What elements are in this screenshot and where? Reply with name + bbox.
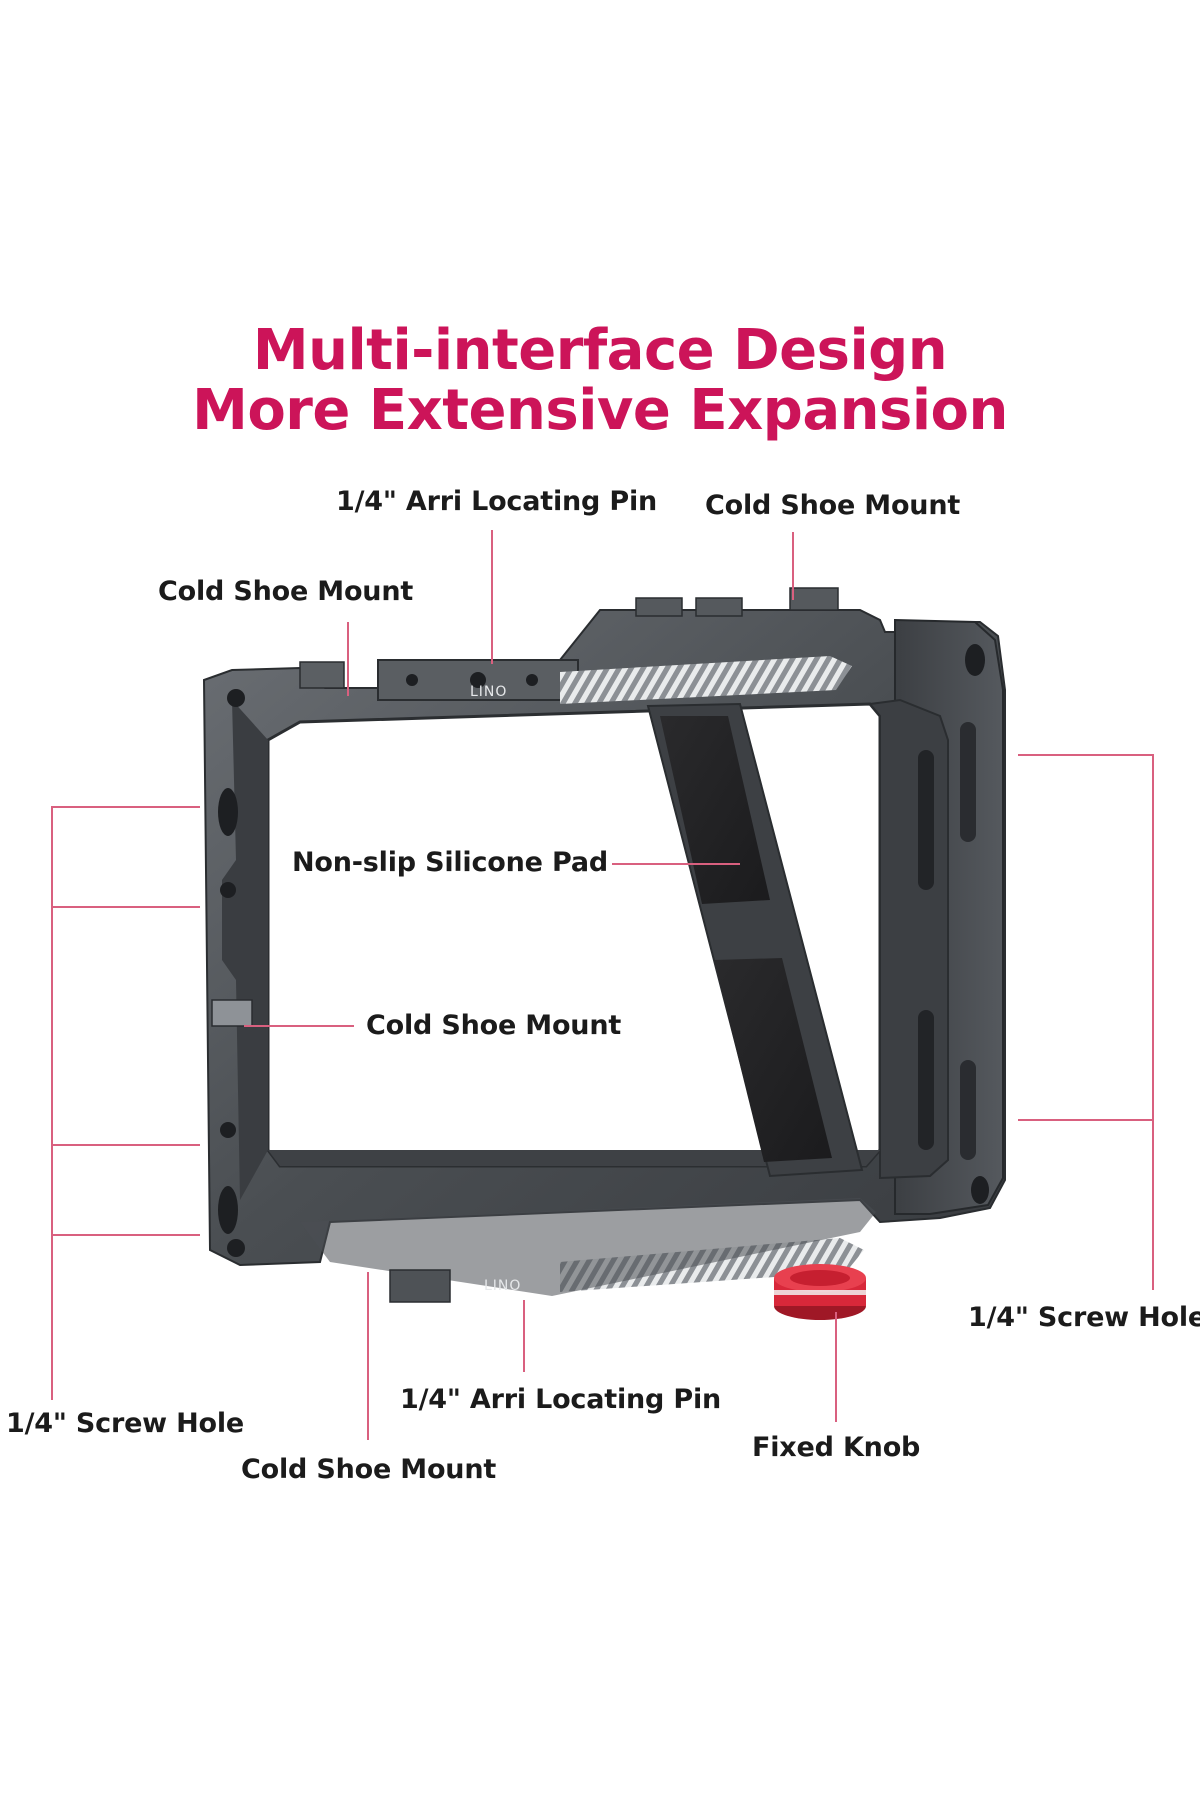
left-corner-hole-top: [227, 689, 245, 707]
leader-right-screw-hole: [1018, 754, 1154, 1290]
left-cold-shoe-side: [211, 999, 253, 1027]
left-screw-hole-1: [220, 882, 236, 898]
left-top-cold-shoe: [299, 661, 345, 689]
top-cold-shoe-middle: [695, 597, 743, 617]
inner-left-edge: [222, 700, 268, 1200]
label-silicone-pad: Non-slip Silicone Pad: [292, 847, 608, 878]
headline-line-2: More Extensive Expansion: [192, 378, 1008, 443]
label-bottom-cold-shoe: Cold Shoe Mount: [241, 1454, 497, 1485]
camera-cage: LINO LINO: [202, 587, 1006, 1320]
right-corner-slot-top: [965, 644, 985, 676]
left-slot-1: [218, 788, 238, 836]
silicone-pad-lower: [714, 958, 832, 1162]
fixed-knob: [774, 1264, 866, 1320]
right-side-slot-top: [960, 722, 976, 842]
label-top-right-cold-shoe: Cold Shoe Mount: [705, 490, 961, 521]
left-corner-hole-bottom: [227, 1239, 245, 1257]
label-top-left-cold-shoe: Cold Shoe Mount: [158, 576, 414, 607]
bottom-brand-logo: LINO: [484, 1278, 521, 1294]
label-side-cold-shoe: Cold Shoe Mount: [366, 1010, 622, 1041]
top-arri-hole-1: [406, 674, 418, 686]
top-arri-hole-2: [470, 672, 486, 688]
top-brand-logo: LINO: [470, 684, 507, 700]
top-arri-hole-3: [526, 674, 538, 686]
label-right-screw-hole: 1/4" Screw Hole: [968, 1302, 1200, 1333]
inner-bottom-rail: [268, 1150, 880, 1166]
inner-right-rail: [868, 698, 949, 1180]
right-corner-slot-bottom: [971, 1176, 989, 1204]
top-cold-shoe-right: [789, 587, 839, 611]
inner-rail-slot-bottom: [918, 1010, 934, 1150]
inner-rail-slot-top: [918, 750, 934, 890]
bottom-cold-shoe-block: [389, 1269, 451, 1303]
right-side-slot-bottom: [960, 1060, 976, 1160]
leader-lines: [51, 530, 1154, 1440]
top-cold-shoe-left: [635, 597, 683, 617]
left-screw-hole-2: [220, 1122, 236, 1138]
label-top-arri-pin: 1/4" Arri Locating Pin: [336, 486, 658, 517]
label-bottom-arri-pin: 1/4" Arri Locating Pin: [400, 1384, 722, 1415]
top-stripe-graphic: [560, 656, 852, 704]
left-slot-2: [218, 1186, 238, 1234]
silicone-pad-upper: [660, 716, 770, 904]
headline-line-1: Multi-interface Design: [252, 318, 948, 383]
leader-left-screw-hole: [51, 806, 200, 1400]
label-left-screw-hole: 1/4" Screw Hole: [6, 1408, 245, 1439]
label-fixed-knob: Fixed Knob: [752, 1432, 921, 1463]
